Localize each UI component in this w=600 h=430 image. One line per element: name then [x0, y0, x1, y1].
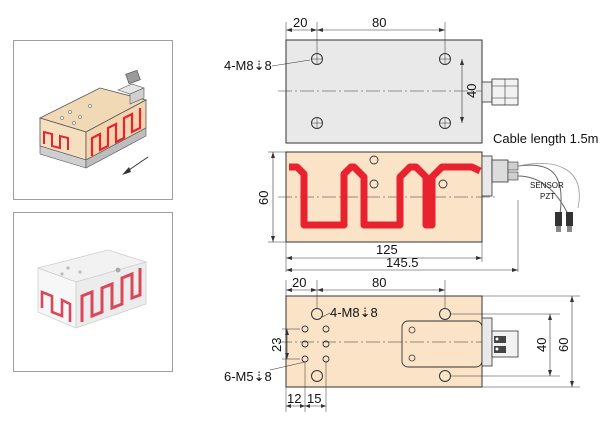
top-dim-40: 40 — [464, 84, 479, 98]
product-render — [38, 69, 149, 175]
pzt-label: PZT — [540, 192, 555, 201]
bottom-dim-40: 40 — [534, 338, 549, 352]
bottom-view — [269, 280, 580, 412]
bottom-dim-20: 20 — [292, 275, 306, 290]
bottom-dim-12: 12 — [287, 391, 301, 406]
bottom-dim-15: 15 — [307, 391, 321, 406]
top-hole-callout: 4-M8⇣8 — [224, 58, 272, 73]
product-photo — [36, 249, 148, 329]
top-view — [271, 22, 519, 144]
front-dim-125: 125 — [376, 242, 398, 257]
front-dim-60: 60 — [256, 191, 271, 205]
front-dim-145-5: 145.5 — [386, 255, 419, 270]
cable-length-label: Cable length 1.5m — [493, 131, 599, 146]
sensor-label: SENSOR — [530, 181, 564, 190]
arrow-icon — [122, 156, 149, 175]
bottom-m8-callout: 4-M8⇣8 — [330, 305, 378, 320]
top-dim-80: 80 — [372, 15, 386, 30]
bottom-dim-23: 23 — [269, 338, 284, 352]
bottom-dim-80: 80 — [372, 275, 386, 290]
front-view — [268, 151, 580, 272]
bottom-dim-60: 60 — [556, 338, 571, 352]
top-dim-20: 20 — [293, 15, 307, 30]
bottom-m5-callout: 6-M5⇣8 — [224, 369, 272, 384]
